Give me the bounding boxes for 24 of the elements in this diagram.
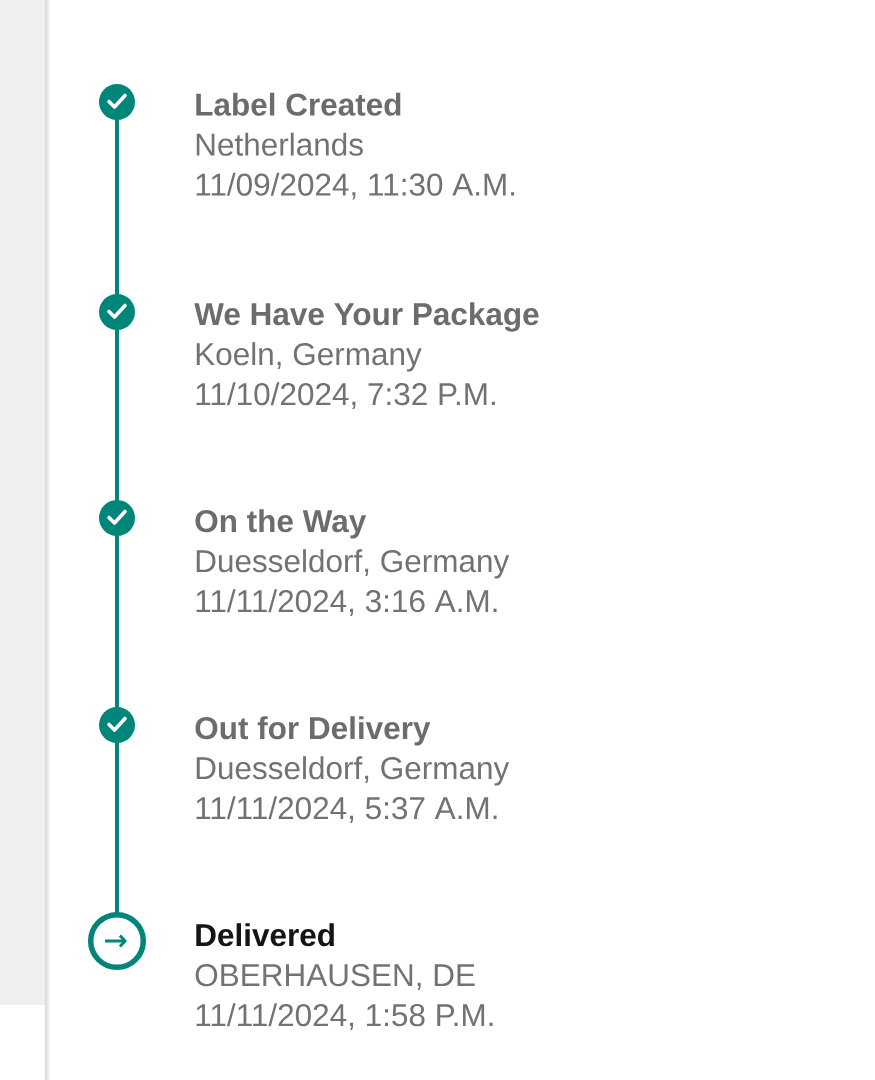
timeline-ring <box>87 911 147 971</box>
timeline-dot <box>99 500 135 536</box>
step-title: Label Created <box>196 92 401 116</box>
timestamp-text: 11/11/2024, 3:16 A.M. <box>196 589 497 617</box>
timestamp-text: 11/11/2024, 1:58 P.M. <box>196 1003 493 1031</box>
location-text: Duesseldorf, Germany <box>196 756 510 786</box>
timestamp-text: 11/10/2024, 7:32 P.M. <box>196 382 495 410</box>
timeline-line <box>115 120 119 294</box>
location-text: Duesseldorf, Germany <box>196 549 510 579</box>
step-title: Delivered <box>196 923 334 947</box>
timeline-line <box>115 330 119 500</box>
step-title: Out for Delivery <box>195 716 431 746</box>
location-text: Netherlands <box>196 132 363 156</box>
location-text: OBERHAUSEN, DE <box>195 964 475 991</box>
timeline-dot <box>99 707 135 743</box>
timeline-line <box>115 743 119 915</box>
timestamp-text: 11/09/2024, 11:30 A.M. <box>196 172 515 200</box>
timeline-line <box>115 536 119 707</box>
step-title: On the Way <box>195 509 367 539</box>
timeline-dot <box>99 294 135 330</box>
timestamp-text: 11/11/2024, 5:37 A.M. <box>196 796 497 824</box>
step-title: We Have Your Package <box>194 302 539 332</box>
timeline-dot <box>99 84 135 120</box>
location-text: Koeln, Germany <box>196 342 422 372</box>
